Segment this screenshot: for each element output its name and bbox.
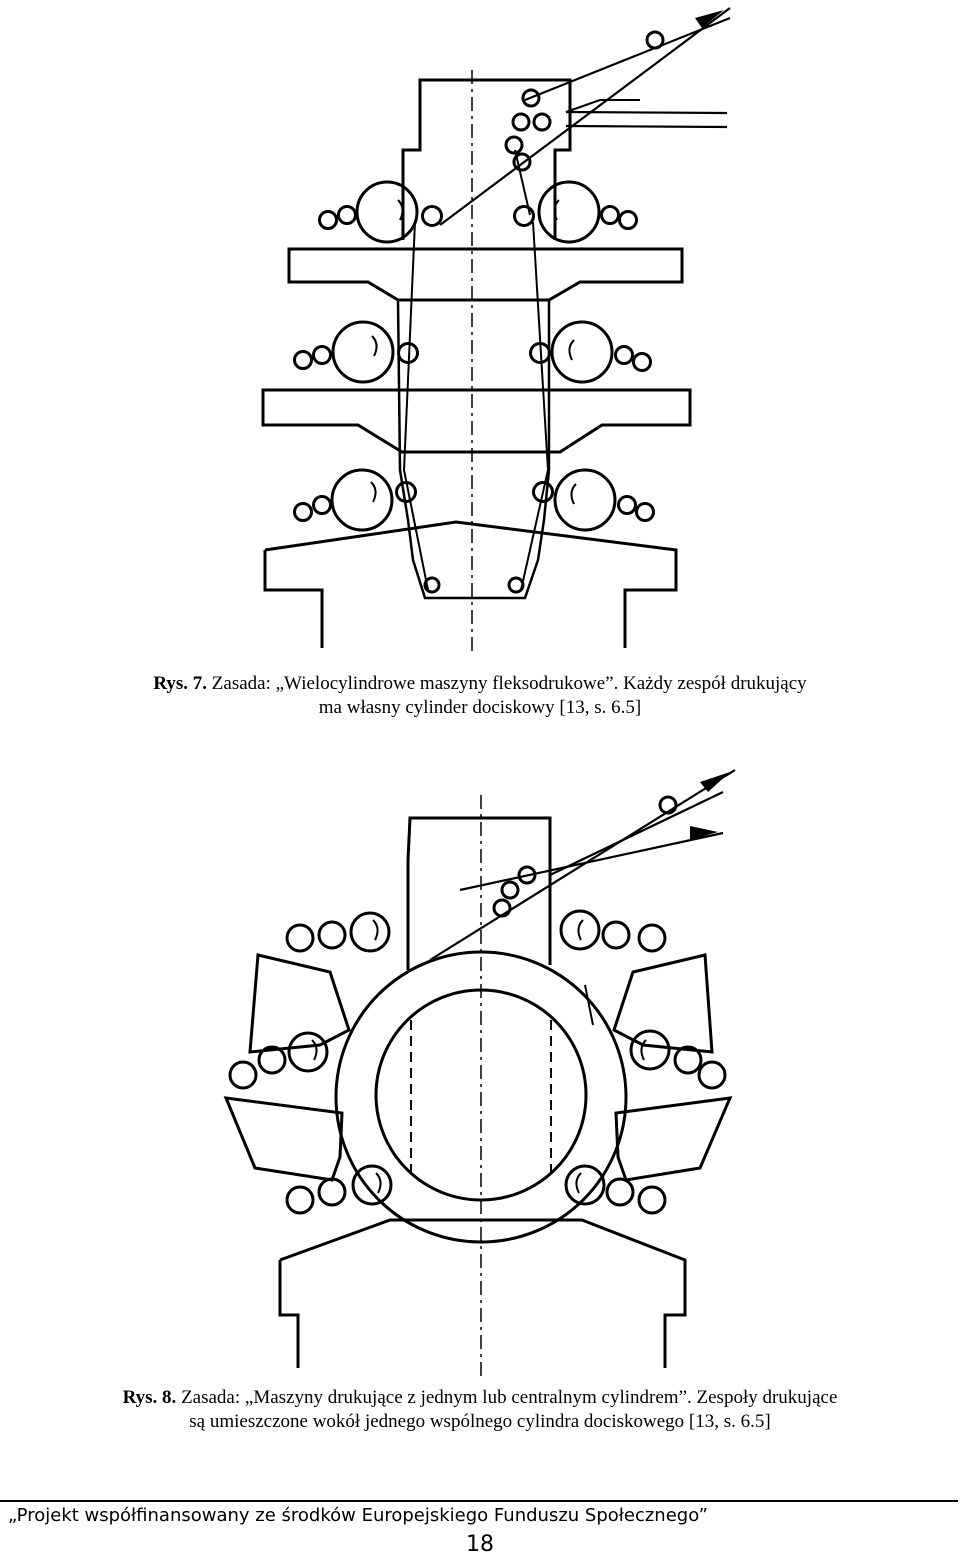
web-exit-line <box>440 8 730 225</box>
rotation-arrow-icon <box>641 1040 646 1060</box>
caption-text: Zasada: „Wielocylindrowe maszyny fleksod… <box>211 673 807 694</box>
figure-stack-press-diagram <box>0 0 960 660</box>
top-tower-frame <box>403 80 570 240</box>
rotation-arrow-icon <box>571 484 576 504</box>
plate-cylinder <box>539 182 599 242</box>
base-frame <box>265 522 676 648</box>
web-path-right <box>521 222 548 590</box>
outfeed-line-2 <box>566 126 727 127</box>
web-exit-line <box>430 770 735 960</box>
plate-cylinder <box>357 182 417 242</box>
rotation-arrow-icon <box>376 1173 381 1193</box>
rotation-arrow-icon <box>578 920 583 940</box>
rotation-arrow-icon <box>585 985 593 1025</box>
rotation-arrow-icon <box>372 336 377 356</box>
caption-label: Rys. 7. <box>153 673 208 694</box>
caption-text: Zasada: „Maszyny drukujące z jednym lub … <box>181 1387 838 1408</box>
caption-text-line2: są umieszczone wokół jednego wspólnego c… <box>189 1411 771 1432</box>
rotation-arrow-icon <box>554 200 559 220</box>
base-frame <box>280 1220 685 1368</box>
print-unit-arm-left-upper <box>250 955 349 1052</box>
footer-funding-note: „Projekt współfinansowany ze środków Eur… <box>8 1505 708 1526</box>
central-impression-cylinder <box>336 952 626 1242</box>
upper-shelf <box>289 249 682 300</box>
plate-cylinder <box>289 1033 327 1071</box>
plate-cylinder <box>333 322 393 382</box>
print-unit-arm-right-lower <box>616 1098 730 1180</box>
web-path-left <box>404 222 428 590</box>
rotation-arrow-icon <box>569 340 574 360</box>
caption-label: Rys. 8. <box>122 1387 177 1408</box>
plate-cylinder <box>555 470 615 530</box>
web-arrow-icon <box>695 10 724 28</box>
page-number: 18 <box>466 1532 494 1557</box>
rotation-arrow-icon <box>576 1173 581 1193</box>
rotation-arrow-icon <box>373 920 378 940</box>
middle-shelf <box>263 390 690 452</box>
figure-1-caption: Rys. 7. Zasada: „Wielocylindrowe maszyny… <box>0 672 960 720</box>
rotation-arrow-icon <box>398 200 403 220</box>
outfeed-line-1 <box>566 112 727 113</box>
footer-divider <box>0 1500 958 1502</box>
plate-cylinder <box>351 913 389 951</box>
top-column-frame <box>408 818 550 970</box>
rotation-arrow-icon <box>371 482 376 502</box>
plate-cylinder <box>353 1166 391 1204</box>
web-arrow-icon <box>690 826 718 840</box>
base-frame-left <box>265 550 322 648</box>
caption-text-line2: ma własny cylinder dociskowy [13, s. 6.5… <box>318 697 642 718</box>
figure-central-impression-diagram <box>0 760 960 1385</box>
plate-cylinder <box>552 322 612 382</box>
print-unit-arm-right-upper <box>614 955 712 1052</box>
web-arrow-icon <box>700 772 730 792</box>
central-chute <box>398 300 549 598</box>
plate-cylinder <box>332 470 392 530</box>
rotation-arrow-icon <box>312 1040 317 1060</box>
figure-2-caption: Rys. 8. Zasada: „Maszyny drukujące z jed… <box>0 1386 960 1434</box>
print-unit-arm-left-lower <box>226 1098 342 1180</box>
